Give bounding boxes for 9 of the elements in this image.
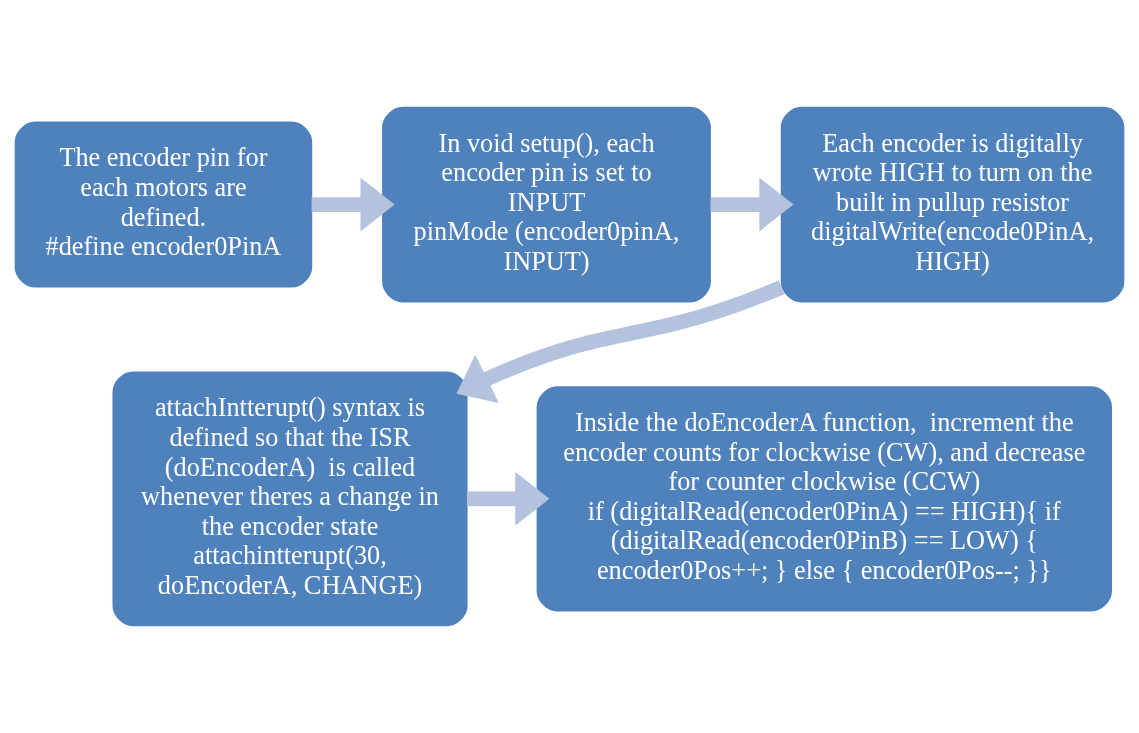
- node-box: Inside the doEncoderA function, increment the encoder counts for clockwise (CW), and decrease for counter clockwise (CCW) if (digitalRead(encoder0PinA) == HIGH){ if (digitalRead(encoder0PinB) == LOW) { encoder0Pos++; } else { encoder0Pos--; }}: [536, 386, 1112, 612]
- arrow: [311, 177, 395, 232]
- arrow: [710, 177, 794, 232]
- arrow: [466, 471, 550, 526]
- node-box: In void setup(), each encoder pin is set to INPUT pinMode (encoder0pinA, INPUT): [382, 106, 711, 303]
- node-box: Each encoder is digitally wrote HIGH to turn on the built in pullup resistor digitalWrite(encode0PinA, HIGH): [780, 106, 1125, 303]
- arrow: [456, 280, 785, 404]
- node-box: The encoder pin for each motors are defined. #define encoder0PinA: [14, 121, 313, 288]
- node-box: attachIntterupt() syntax is defined so that the ISR (doEncoderA) is called whenever theres a change in the encoder state attachintterupt(30, doEncoderA, CHANGE): [112, 371, 468, 627]
